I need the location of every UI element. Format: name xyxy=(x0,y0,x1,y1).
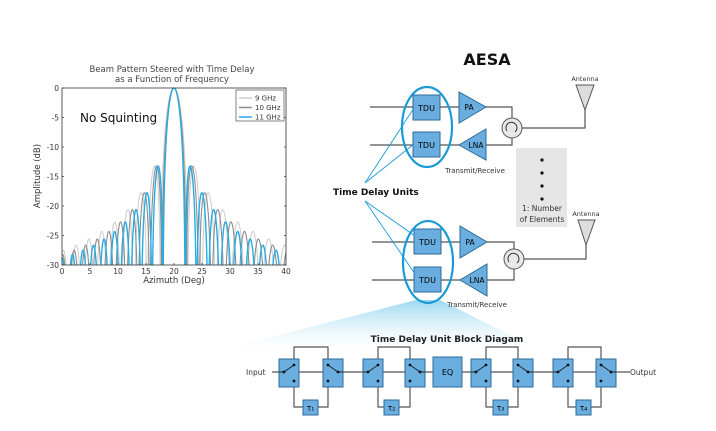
pa-amplifier xyxy=(458,91,488,124)
circulator-arrow-icon xyxy=(505,121,518,133)
tau-label: τ₃ xyxy=(497,404,505,413)
switch-block xyxy=(362,358,384,388)
lna-amplifier xyxy=(459,263,488,297)
antenna-label: Antenna xyxy=(572,210,599,218)
tr-module-n: TDU TDU PA LNA Antenna Transmit/Receive xyxy=(372,210,600,309)
x-tick-label: 0 xyxy=(60,267,65,276)
tdu-label: TDU xyxy=(417,104,435,113)
x-tick-label: 20 xyxy=(169,267,179,276)
pa-label: PA xyxy=(465,238,475,247)
chart-title-line-1: Beam Pattern Steered with Time Delay xyxy=(90,65,255,75)
tr-module-1: TDU TDU PA LNA Antenna Transmit/Receive xyxy=(370,75,599,175)
elements-note: 1: Number of Elements xyxy=(516,148,567,227)
y-tick-label: -15 xyxy=(47,173,59,182)
legend-label: 9 GHz xyxy=(255,95,276,103)
tau-label: τ₂ xyxy=(388,404,396,413)
zoom-wedge xyxy=(240,300,530,345)
switch-block xyxy=(404,358,426,388)
switch-block xyxy=(278,358,300,388)
antenna-icon xyxy=(575,84,595,112)
elements-note-line-1: 1: Number xyxy=(522,204,563,213)
tdu-block xyxy=(413,266,442,293)
time-delay-units-label: Time Delay Units xyxy=(333,188,419,198)
tdu-callout: Time Delay Units xyxy=(333,107,419,275)
y-tick-label: 0 xyxy=(54,84,59,93)
delay-element-tau-3 xyxy=(492,399,509,416)
switch-block xyxy=(322,358,344,388)
transmit-receive-label: Transmit/Receive xyxy=(446,301,507,309)
x-tick-label: 35 xyxy=(253,267,263,276)
tau-label: τ₁ xyxy=(307,404,315,413)
x-axis-label: Azimuth (Deg) xyxy=(143,276,205,286)
legend-box xyxy=(235,89,285,122)
x-tick-label: 15 xyxy=(141,267,151,276)
transmit-receive-label: Transmit/Receive xyxy=(444,167,505,175)
pa-amplifier xyxy=(459,225,488,259)
bypass-path xyxy=(485,346,519,365)
tdu-label: TDU xyxy=(417,141,435,150)
x-tick-label: 5 xyxy=(88,267,93,276)
legend-label: 11 GHz xyxy=(255,114,281,122)
aesa-title: AESA xyxy=(463,50,511,69)
pa-label: PA xyxy=(464,103,474,112)
bypass-path xyxy=(567,346,602,365)
y-tick-label: -5 xyxy=(52,114,60,123)
y-tick-label: -25 xyxy=(47,232,59,241)
x-tick-label: 30 xyxy=(225,267,235,276)
y-axis-label: Amplitude (dB) xyxy=(33,144,43,208)
legend-label: 10 GHz xyxy=(255,104,281,112)
switch-block xyxy=(512,358,534,388)
tdu-label: TDU xyxy=(418,276,436,285)
tdu-block xyxy=(413,228,442,255)
x-tick-label: 40 xyxy=(281,267,291,276)
elements-note-line-2: of Elements xyxy=(520,215,565,224)
delay-element-tau-2 xyxy=(383,399,400,416)
tdu-highlight-ellipse xyxy=(401,219,455,305)
x-tick-label: 10 xyxy=(113,267,123,276)
tdu-block-diagram: Time Delay Unit Block Diagam Input Outpu… xyxy=(246,335,656,416)
lna-amplifier xyxy=(457,128,487,161)
bypass-path xyxy=(377,346,411,365)
tdu-block xyxy=(412,131,441,158)
equalizer-block xyxy=(432,356,463,388)
y-tick-label: -10 xyxy=(47,143,59,152)
lna-label: LNA xyxy=(469,141,485,150)
tdu-label: TDU xyxy=(418,238,436,247)
delay-element-tau-1 xyxy=(302,399,319,416)
output-label: Output xyxy=(630,368,656,377)
x-tick-label: 25 xyxy=(197,267,207,276)
no-squinting-annotation: No Squinting xyxy=(80,111,157,125)
callout-arrows xyxy=(364,107,416,275)
y-tick-label: -20 xyxy=(47,202,59,211)
eq-label: EQ xyxy=(442,368,453,377)
y-tick-label: -30 xyxy=(47,261,59,270)
input-label: Input xyxy=(246,368,265,377)
bypass-path xyxy=(293,346,329,365)
tau-label: τ₄ xyxy=(580,404,588,413)
circulator-arrow-icon xyxy=(507,252,520,264)
circulator-icon xyxy=(503,248,525,270)
beam-pattern-chart: Beam Pattern Steered with Time Delay as … xyxy=(33,65,291,286)
circulator-icon xyxy=(501,117,523,139)
chart-title-line-2: as a Function of Frequency xyxy=(115,75,229,85)
switch-block xyxy=(552,358,574,388)
switch-block xyxy=(595,358,617,388)
axis-ticks: 0 5 10 15 20 25 30 35 40 0 -5 -10 -15 -20 -25 -30 xyxy=(47,84,291,276)
switch-block xyxy=(470,358,492,388)
delay-element-tau-4 xyxy=(575,399,592,416)
block-diagram-title: Time Delay Unit Block Diagam xyxy=(371,335,524,345)
antenna-icon xyxy=(577,219,596,247)
tdu-block xyxy=(412,94,441,121)
antenna-label: Antenna xyxy=(571,75,598,83)
lna-label: LNA xyxy=(470,276,486,285)
